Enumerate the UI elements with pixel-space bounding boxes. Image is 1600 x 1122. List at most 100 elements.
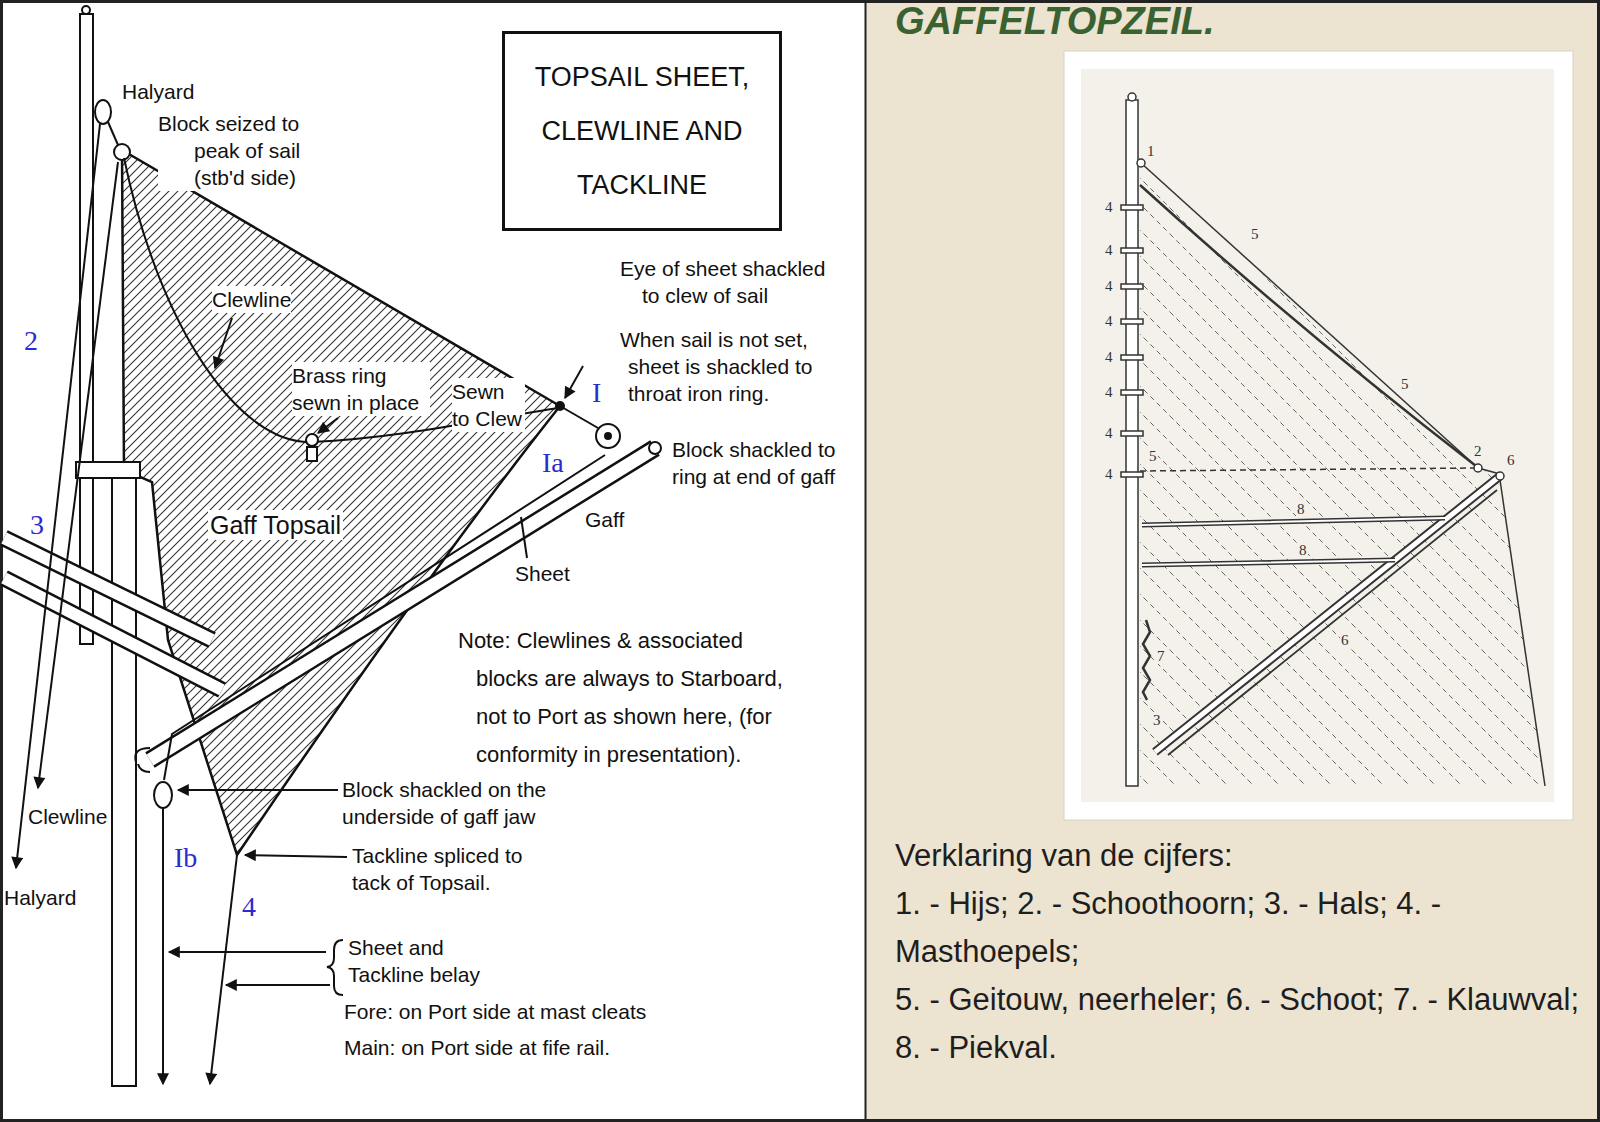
gaff-end-block: [596, 424, 620, 448]
page-ground: [866, 0, 1600, 1122]
callout-note: Tackline spliced to tack of Topsail.: [352, 842, 547, 896]
mast-hoop: [1121, 390, 1143, 395]
block: [1496, 472, 1504, 480]
callout-note: Sewn to Clew: [452, 378, 525, 432]
clewline-rope: [1140, 185, 1476, 466]
callout-note: Eye of sheet shackled to clew of sail: [620, 255, 835, 309]
page-ground: [865, 0, 867, 1122]
leader-arrow: [178, 789, 338, 791]
peak-halyard: [1142, 518, 1445, 565]
halyard-block: [95, 100, 111, 124]
rope-label: Clewline: [212, 286, 291, 313]
peak-block: [114, 144, 130, 160]
mast-hoop: [1121, 319, 1143, 324]
sheet-rope: [1168, 468, 1500, 755]
tackline-rope: [210, 855, 237, 1084]
mast-truck: [1128, 93, 1136, 101]
gaff-end-block: [605, 433, 611, 439]
callout-note: Fore: on Port side at mast cleats: [344, 998, 646, 1025]
mast-hoop: [1121, 284, 1143, 289]
mast-hoop: [1121, 472, 1143, 477]
callout-number: 4: [1104, 242, 1114, 258]
part-label: Gaff Topsail: [208, 510, 343, 540]
callout-number: 3: [28, 510, 46, 540]
callout-number: Ia: [540, 448, 566, 478]
halyard-rope: [16, 124, 100, 868]
block: [1474, 464, 1482, 472]
lower-mast: [112, 462, 136, 1086]
leader-arrow: [215, 318, 232, 368]
leader-arrow: [565, 366, 583, 398]
sheet-rope: [560, 406, 598, 428]
leader-line: [521, 517, 527, 558]
legend-text-block: Verklaring van de cijfers:1. - Hijs; 2. …: [895, 832, 1585, 1072]
callout-number: 1: [1146, 143, 1156, 159]
brass-ring: [306, 434, 318, 446]
callout-note: Main: on Port side at fife rail.: [344, 1034, 610, 1061]
callout-note: When sail is not set, sheet is shackled …: [620, 326, 835, 407]
legend-key-text: 5. - Geitouw, neerheler; 6. - Schoot; 7.…: [895, 976, 1585, 1024]
callout-number: Ib: [172, 843, 199, 873]
callout-number: 2: [22, 326, 40, 356]
mast-hoop: [1121, 431, 1143, 436]
mast-hoop: [1121, 248, 1143, 253]
gaff-spar: [1155, 476, 1500, 752]
title-box: TOPSAIL SHEET, CLEWLINE AND TACKLINE: [502, 31, 782, 231]
callout-note: Brass ring sewn in place: [292, 362, 430, 416]
sheet-rope: [162, 808, 164, 1084]
callout-number: I: [590, 378, 603, 408]
gaff-end-ring: [649, 442, 661, 454]
mast-hoop: [1121, 205, 1143, 210]
note-text: Note: Clewlines & associated blocks are …: [458, 622, 798, 774]
panel-title: GAFFELTOPZEIL.: [895, 0, 1214, 42]
callout-note: Sheet and Tackline belay: [348, 934, 508, 988]
topsail-cloths: [1140, 165, 1478, 472]
rope-label: Halyard: [4, 884, 76, 911]
callout-number: 6: [1340, 632, 1350, 648]
mast-hoop: [1121, 205, 1143, 477]
legend-key-text: 1. - Hijs; 2. - Schoothoorn; 3. - Hals; …: [895, 880, 1585, 976]
callout-number: 4: [1104, 278, 1114, 294]
halyard-rope: [108, 122, 118, 145]
brass-ring: [307, 447, 317, 461]
callout-number: 6: [1506, 452, 1516, 468]
title-box-text: TOPSAIL SHEET, CLEWLINE AND TACKLINE: [519, 50, 765, 212]
rope-label: Halyard: [122, 78, 194, 105]
mast-cap: [76, 462, 140, 478]
leader-arrow: [226, 984, 330, 986]
leader-arrow: [318, 418, 338, 433]
callout-note: Block shackled to ring at end of gaff: [672, 436, 852, 490]
callout-number: 4: [1104, 425, 1114, 441]
callout-number: 3: [1152, 712, 1162, 728]
topsail-head: [1141, 163, 1478, 468]
callout-number: 4: [1104, 199, 1114, 215]
crosstrees: [4, 538, 222, 690]
callout-number: 4: [1104, 466, 1114, 482]
callout-number: 4: [1104, 349, 1114, 365]
gaff-spar: [1155, 476, 1500, 752]
picture-frame: [1064, 51, 1573, 820]
callout-note: Block shackled on the underside of gaff …: [342, 776, 567, 830]
mast-truck: [82, 6, 90, 14]
clewline-rope: [124, 158, 558, 442]
legend-key-text: Verklaring van de cijfers:: [895, 832, 1585, 880]
leader-arrow: [245, 855, 347, 857]
brace: [327, 940, 343, 995]
mainsail-cloths: [1140, 468, 1545, 786]
mast: [1126, 100, 1138, 786]
callout-number: 7: [1156, 648, 1166, 664]
clewline-rope: [38, 162, 118, 788]
gaff-jaw: [135, 748, 150, 772]
crosstrees: [4, 538, 222, 690]
legend-key-text: 8. - Piekval.: [895, 1024, 1585, 1072]
topmast: [80, 14, 93, 644]
callout-number: 5: [1400, 376, 1410, 392]
throat-halyard: [1143, 620, 1150, 700]
mainsail-leech: [1500, 480, 1545, 786]
rope-label: Clewline: [28, 803, 107, 830]
callout-number: 8: [1296, 501, 1306, 517]
